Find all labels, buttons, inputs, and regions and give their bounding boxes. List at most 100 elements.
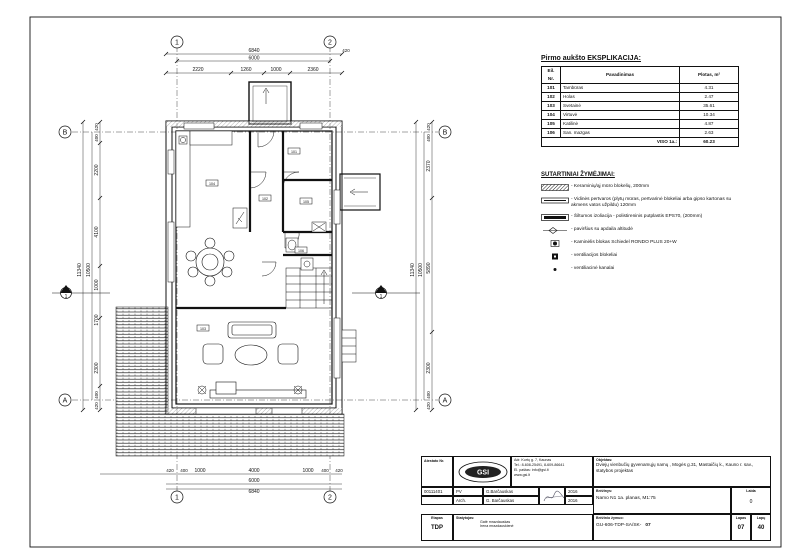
stage-value: TDP [431,525,443,531]
object-label: Objektas: [596,458,613,462]
svg-text:1: 1 [65,294,68,300]
name-arch: G. Barčauskas [483,496,539,505]
row-area: 2.47 [679,92,739,102]
col-header-name: Pavadinimas [560,66,680,84]
dim-bottom-d2: 400 [180,468,188,473]
row-area: 10.34 [679,110,739,120]
dim-left-420-top: 420 [94,123,99,131]
revision-cell: Laida 0 [731,487,771,514]
row-no: 105 [541,119,561,129]
room-tag-105: 105 [303,200,309,204]
year-1: 2016 [565,487,593,496]
living-furniture [202,321,307,399]
legend-text: - paviršius su apdaila altitudė [571,227,633,232]
dim-right-inner: 10500 [418,263,424,277]
dim-left-1000: 1000 [94,279,100,290]
bathroom-fixtures [285,221,327,271]
legend-item: - Vidinės pertvaros (plytų mūras, pertva… [541,197,741,209]
dim-left-400-bot: 400 [94,391,99,399]
partition-wall-symbol [541,197,571,205]
table-header-row: Eil. Nr. Pavadinimas Plotas, m² [541,66,739,84]
empty-cell [421,496,453,505]
legend-text: - ventiliacijos blokeliai [571,253,618,258]
sheet-frame [29,16,782,548]
ventilation-channel-icon [541,266,571,274]
company-logo-icon: GSI [458,461,508,483]
row-no: 101 [541,83,561,93]
legend-panel: SUTARTINIAI ŽYMĖJIMAI: - Keraminių/ąį mū… [541,172,741,279]
role-pv: PV [453,487,483,496]
interior-walls [176,131,332,310]
company-contacts: Adr. Kurtų g. 7, Kaunas Tel.: 8-608-2549… [511,456,593,487]
dim-left-inner: 10500 [86,263,92,277]
row-no: 102 [541,92,561,102]
total-value: 60.23 [679,137,739,147]
side-porch [339,173,381,211]
dim-right-2300: 2300 [426,362,432,373]
object-text: Dviejų vienbučių gyvenamųjų namų , Mogės… [596,462,754,473]
kitchen-counter [175,130,248,229]
explication-panel: Pirmo aukšto EKSPLIKACIJA: Eil. Nr. Pava… [541,55,739,147]
builder-label: Statytojas: [456,516,475,520]
windows [167,122,341,415]
row-name: San. mazgas [560,128,680,138]
dim-right-2370: 2370 [426,160,432,171]
sheets-value: 40 [757,525,765,531]
company-logo: GSI [453,456,511,487]
dim-bottom-overall: 6840 [248,489,259,495]
legend-text: - Kaminėlis blokas Schiedel RONDO PLUS 2… [571,240,677,245]
year-2: 2016 [565,496,593,505]
axis-label-b-right: B [443,130,448,137]
dim-right-overall: 11340 [410,263,416,277]
dim-left-4100: 4100 [94,226,100,237]
row-no: 106 [541,128,561,138]
dim-top-inner: 6000 [248,56,259,62]
insulation-symbol [541,214,571,222]
dim-bottom-d6: 400 [321,468,329,473]
dim-bottom-d3: 1000 [194,468,205,474]
company-email: El. paštas: info@gsi.lt [514,468,549,472]
axis-label-1-bottom: 1 [175,495,179,502]
explication-title: Pirmo aukšto EKSPLIKACIJA: [541,55,641,62]
legend-title: SUTARTINIAI ŽYMĖJIMAI: [541,172,615,178]
stage-label: Etapas [431,516,443,520]
dim-right-400-bot: 400 [426,391,431,399]
legend-item: - ventiliacijos blokeliai [541,253,741,261]
dim-top-seg2: 1260 [240,67,251,73]
row-name: Svetainė [560,101,680,111]
room-tag-104: 104 [209,182,215,186]
drawing-cell: Brėžinys: Namo N1 1a. planas, M1:75 [593,487,731,514]
chimney-block-icon [541,240,571,248]
row-no: 104 [541,110,561,120]
dim-right-420-bot: 420 [426,402,431,410]
room-tag-102: 102 [262,197,268,201]
sheet-cell: Lapas 07 [731,514,751,541]
col-header-area: Plotas, m² [679,66,739,84]
legend-item: - ventiliacinė kanalai [541,266,741,274]
section-marker-right: 1 [352,285,420,300]
axis-label-a-right: A [443,398,448,405]
drawing-text: Namo N1 1a. planas, M1:75 [596,496,656,501]
svg-text:GSI: GSI [477,470,489,477]
cert-number: 00111401 [421,487,453,496]
dimension-ticks [80,51,435,413]
legend-text: - Keraminių/ąį mūro blokelių, 200mm [571,184,650,189]
object-cell: Objektas: Dviejų vienbučių gyvenamųjų na… [593,456,771,487]
row-name: Katilinė [560,119,680,129]
dim-right-420-top: 420 [426,123,431,131]
dim-bottom-d7: 420 [335,468,343,473]
elevation-mark-icon [541,227,571,235]
row-area: 2.63 [679,128,739,138]
section-marker-left: 1 [52,285,110,300]
row-name: Virtuvė [560,110,680,120]
room-tag-103: 103 [200,327,206,331]
doc-code-label: Brėžinio žymuo: [596,516,624,520]
doc-number: 07 [645,523,651,528]
svg-text:1: 1 [380,294,383,300]
room-tag-101: 101 [291,150,297,154]
dim-top-seg3: 1000 [270,67,281,73]
